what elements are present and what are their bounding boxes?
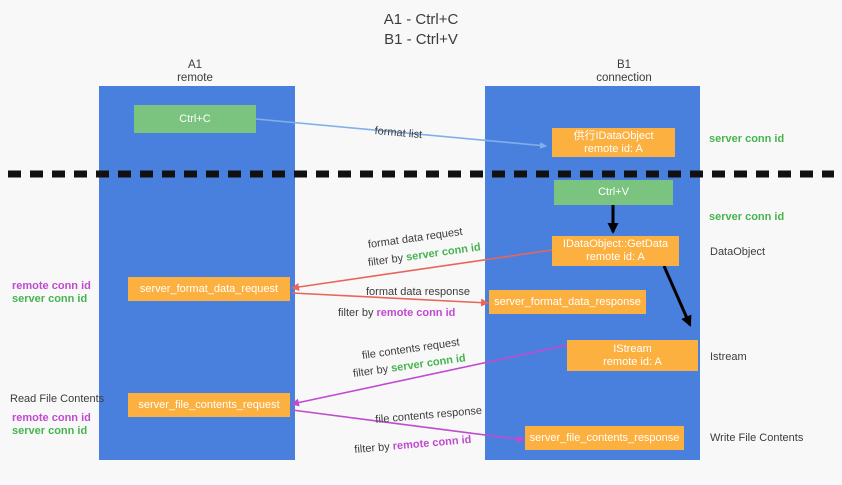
filter-prefix-4: filter by bbox=[353, 440, 394, 457]
box-server-file-contents-request[interactable]: server_file_contents_request bbox=[128, 393, 290, 417]
box-istream-line-1: IStream bbox=[613, 342, 652, 355]
flow-label-format-data-response: format data response bbox=[366, 286, 470, 298]
right-label-istream: Istream bbox=[710, 351, 747, 363]
box-server-format-data-request[interactable]: server_format_data_request bbox=[128, 277, 290, 301]
page-title: A1 - Ctrl+C B1 - Ctrl+V bbox=[0, 10, 842, 50]
filter-prefix-3: filter by bbox=[352, 362, 393, 381]
lane-header-a1-sub: remote bbox=[177, 72, 213, 84]
lane-header-a1: A1 remote bbox=[95, 59, 295, 85]
right-label-dataobject: DataObject bbox=[710, 246, 766, 258]
box-ctrl-v[interactable]: Ctrl+V bbox=[554, 180, 673, 205]
box-server-file-contents-request-label: server_file_contents_request bbox=[138, 398, 280, 411]
left-label-server-conn-id-2: server conn id bbox=[12, 425, 88, 437]
box-idataobject-line-1: 供行IDataObject bbox=[573, 129, 654, 142]
left-label-remote-conn-id-1: remote conn id bbox=[12, 280, 91, 292]
title-line-2: B1 - Ctrl+V bbox=[384, 31, 458, 48]
box-server-file-contents-response[interactable]: server_file_contents_response bbox=[525, 426, 684, 450]
box-idataobject-line-2: remote id: A bbox=[584, 142, 643, 155]
lane-header-a1-name: A1 bbox=[187, 59, 203, 71]
box-ctrl-v-label: Ctrl+V bbox=[598, 186, 629, 198]
filter-value-2: remote conn id bbox=[376, 307, 456, 319]
box-idataobject[interactable]: 供行IDataObject remote id: A bbox=[552, 128, 675, 157]
right-label-server-conn-id-top: server conn id bbox=[709, 133, 785, 145]
flow-label-file-contents-response: file contents response bbox=[374, 404, 483, 427]
lane-header-b1-sub: connection bbox=[596, 72, 652, 84]
lane-header-b1: B1 connection bbox=[524, 59, 724, 85]
box-server-file-contents-response-label: server_file_contents_response bbox=[529, 431, 680, 444]
box-getdata-line-2: remote id: A bbox=[586, 251, 645, 263]
box-getdata[interactable]: IDataObject::GetData remote id: A bbox=[552, 236, 679, 266]
filter-prefix-2: filter by bbox=[338, 307, 377, 319]
flow-label-file-contents-response-filter: filter by remote conn id bbox=[354, 433, 472, 457]
box-server-format-data-response[interactable]: server_format_data_response bbox=[489, 290, 646, 314]
box-server-format-data-request-label: server_format_data_request bbox=[139, 282, 279, 295]
box-istream-line-2: remote id: A bbox=[603, 355, 662, 368]
box-istream[interactable]: IStream remote id: A bbox=[567, 340, 698, 371]
box-ctrl-c[interactable]: Ctrl+C bbox=[134, 105, 256, 133]
lane-header-b1-name: B1 bbox=[616, 59, 632, 71]
left-label-server-conn-id-1: server conn id bbox=[12, 293, 88, 305]
filter-value-4: remote conn id bbox=[392, 433, 472, 453]
box-server-format-data-response-label: server_format_data_response bbox=[494, 295, 641, 308]
right-label-server-conn-id-mid: server conn id bbox=[709, 211, 785, 223]
right-label-write-file-contents: Write File Contents bbox=[710, 432, 804, 444]
filter-prefix-1: filter by bbox=[367, 251, 408, 270]
box-getdata-line-1: IDataObject::GetData bbox=[562, 238, 669, 250]
left-label-remote-conn-id-2: remote conn id bbox=[12, 412, 91, 424]
box-ctrl-c-label: Ctrl+C bbox=[179, 112, 211, 125]
title-line-1: A1 - Ctrl+C bbox=[383, 11, 459, 28]
flow-label-format-data-response-filter: filter by remote conn id bbox=[338, 306, 455, 320]
flow-label-format-list: format list bbox=[374, 125, 423, 142]
left-label-read-file-contents: Read File Contents bbox=[10, 393, 105, 405]
